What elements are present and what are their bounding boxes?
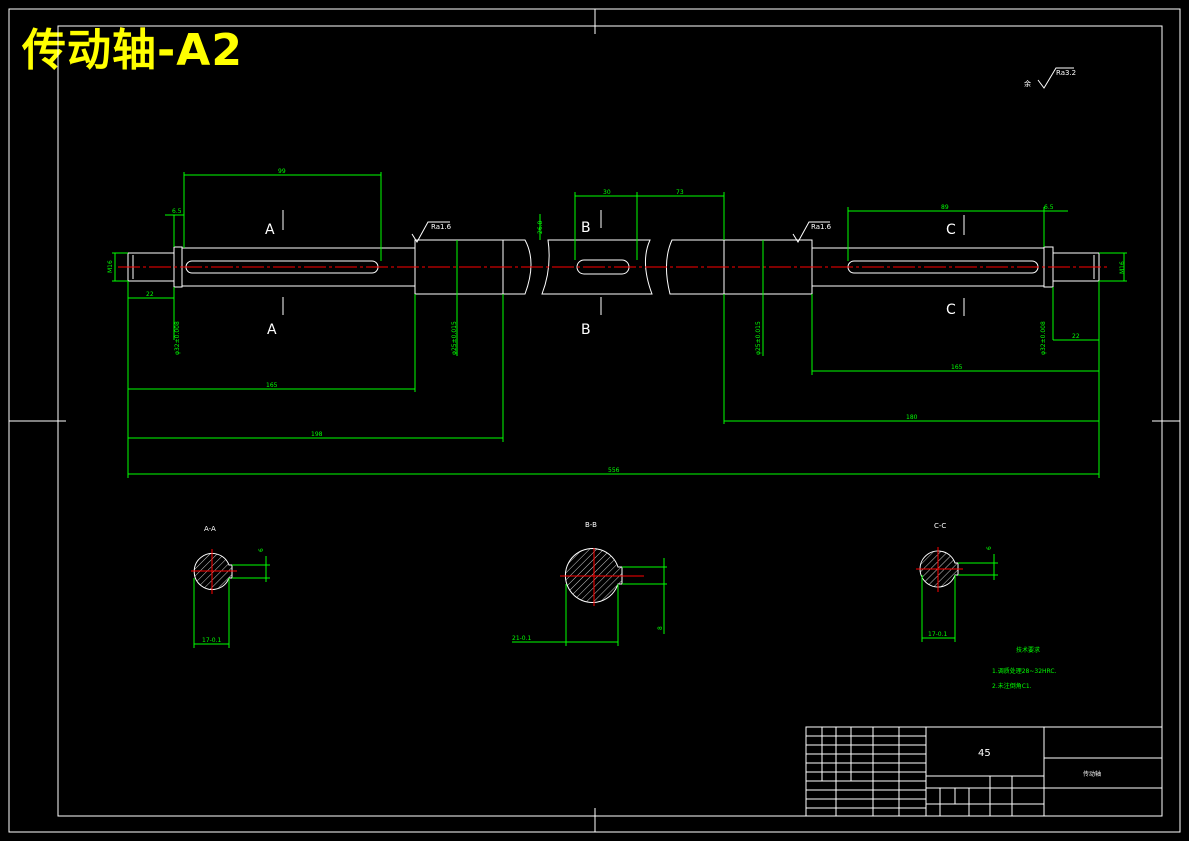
svg-text:Ra1.6: Ra1.6 bbox=[811, 223, 832, 231]
section-view-b: B-B 21-0.1 8 bbox=[512, 521, 667, 646]
svg-text:φ25±0.015: φ25±0.015 bbox=[755, 321, 762, 355]
dimension-lines bbox=[112, 172, 1127, 478]
svg-text:17-0.1: 17-0.1 bbox=[202, 637, 222, 644]
svg-text:C: C bbox=[946, 302, 956, 318]
svg-text:556: 556 bbox=[608, 467, 620, 474]
svg-text:17-0.1: 17-0.1 bbox=[928, 631, 948, 638]
svg-text:B: B bbox=[581, 322, 591, 338]
svg-text:余: 余 bbox=[1024, 79, 1031, 88]
svg-text:传动轴: 传动轴 bbox=[1083, 770, 1101, 778]
svg-text:M16: M16 bbox=[107, 260, 114, 273]
svg-text:30: 30 bbox=[603, 189, 611, 196]
dimension-texts: 99 6.5 30 73 89 6.5 22 22 165 198 165 18… bbox=[107, 168, 1126, 474]
svg-text:22: 22 bbox=[1072, 333, 1080, 340]
section-view-a: A-A 17-0.1 6 bbox=[191, 525, 270, 648]
svg-text:φ25±0.015: φ25±0.015 bbox=[451, 321, 458, 355]
svg-text:198: 198 bbox=[311, 431, 323, 438]
section-view-c: C-C 17-0.1 6 bbox=[916, 522, 998, 642]
svg-text:Ra1.6: Ra1.6 bbox=[431, 223, 452, 231]
svg-text:73: 73 bbox=[676, 189, 684, 196]
svg-text:99: 99 bbox=[278, 168, 286, 175]
roughness-seat-right: Ra1.6 bbox=[792, 221, 832, 243]
svg-text:180: 180 bbox=[906, 414, 918, 421]
title-block bbox=[805, 726, 1163, 817]
svg-text:Ra3.2: Ra3.2 bbox=[1056, 69, 1076, 77]
svg-text:M16: M16 bbox=[1119, 261, 1126, 274]
svg-text:1.调质处理28~32HRC.: 1.调质处理28~32HRC. bbox=[992, 667, 1057, 675]
title-block-texts: 45 传动轴 bbox=[978, 748, 1101, 778]
roughness-general: 余 Ra3.2 bbox=[1024, 67, 1076, 89]
svg-text:A: A bbox=[267, 322, 277, 338]
svg-text:6: 6 bbox=[258, 548, 265, 552]
svg-text:21-0.1: 21-0.1 bbox=[512, 635, 532, 642]
svg-text:165: 165 bbox=[266, 382, 278, 389]
svg-text:26.8: 26.8 bbox=[537, 220, 544, 234]
svg-text:C: C bbox=[946, 222, 956, 238]
roughness-seat-left: Ra1.6 bbox=[411, 221, 452, 243]
svg-text:φ32±0.008: φ32±0.008 bbox=[1040, 321, 1047, 355]
technical-requirements: 技术要求 1.调质处理28~32HRC. 2.未注倒角C1. bbox=[992, 646, 1057, 690]
svg-text:φ32±0.008: φ32±0.008 bbox=[174, 321, 181, 355]
svg-text:2.未注倒角C1.: 2.未注倒角C1. bbox=[992, 682, 1032, 690]
section-marks: A A B B C C bbox=[265, 210, 965, 338]
svg-text:45: 45 bbox=[978, 748, 991, 759]
svg-text:6.5: 6.5 bbox=[1044, 204, 1054, 211]
svg-text:B: B bbox=[581, 220, 591, 236]
svg-text:8: 8 bbox=[657, 626, 664, 630]
svg-text:89: 89 bbox=[941, 204, 949, 211]
svg-text:A: A bbox=[265, 222, 275, 238]
svg-text:B-B: B-B bbox=[585, 521, 597, 529]
svg-text:22: 22 bbox=[146, 291, 154, 298]
svg-text:A-A: A-A bbox=[204, 525, 216, 533]
svg-text:C-C: C-C bbox=[934, 522, 946, 530]
svg-text:技术要求: 技术要求 bbox=[1016, 646, 1040, 654]
svg-text:165: 165 bbox=[951, 364, 963, 371]
svg-text:6.5: 6.5 bbox=[172, 208, 182, 215]
svg-text:6: 6 bbox=[986, 546, 993, 550]
drawing-title: 传动轴-A2 bbox=[22, 25, 243, 76]
